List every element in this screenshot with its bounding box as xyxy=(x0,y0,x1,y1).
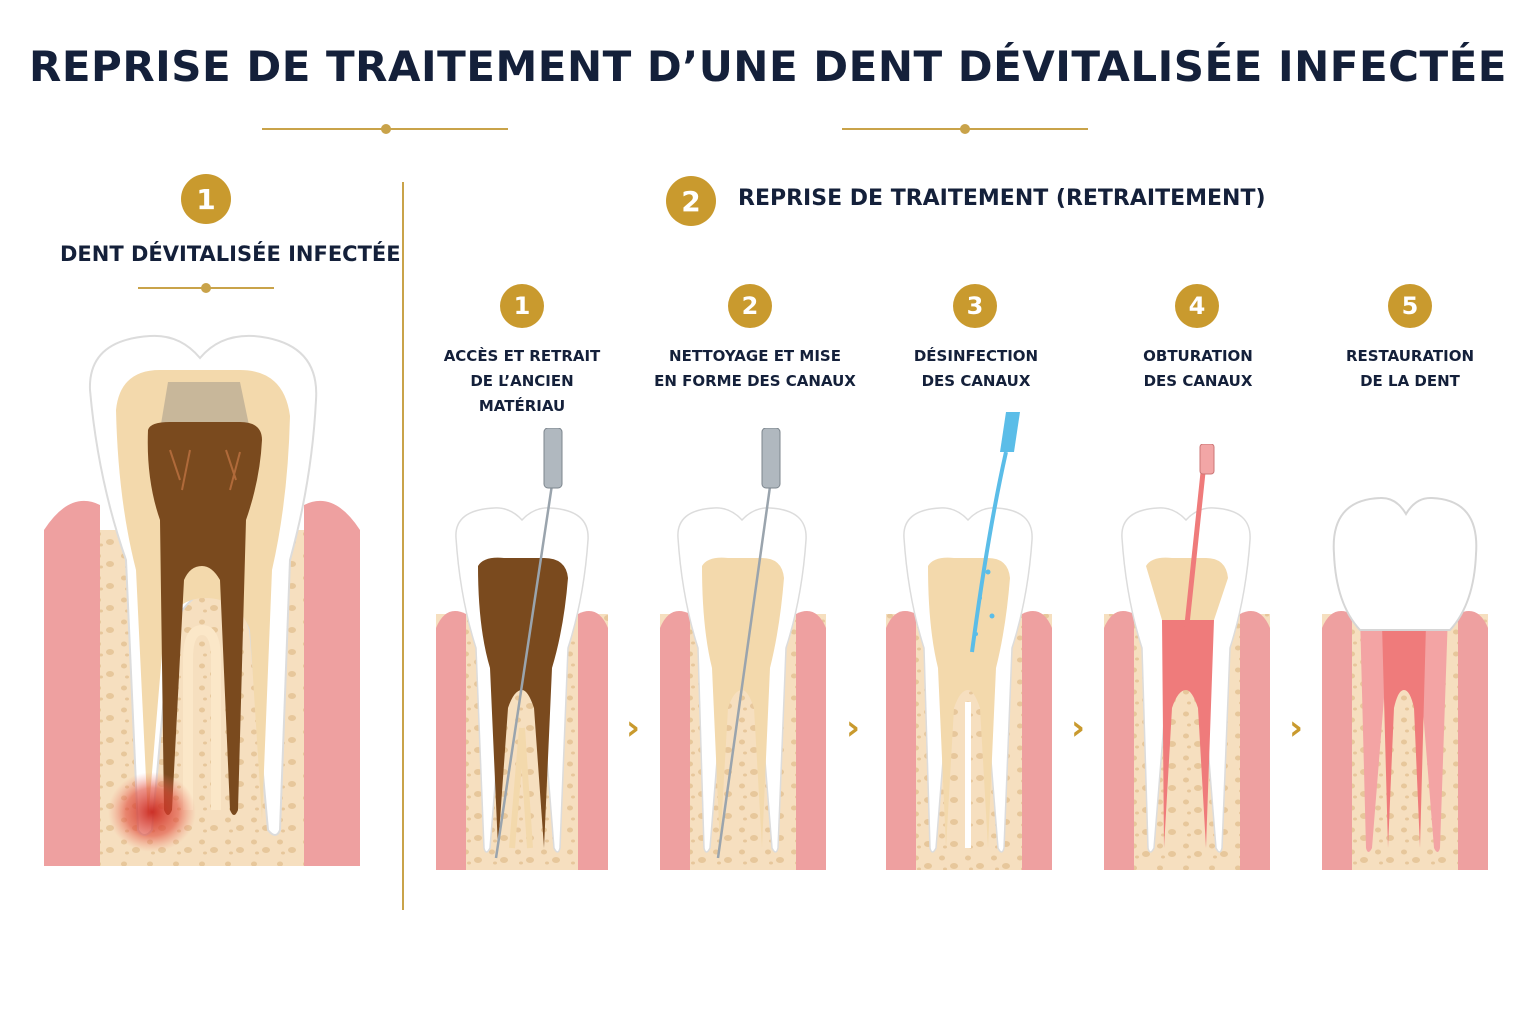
chevron-right-icon: › xyxy=(625,708,640,748)
step1-label-line2: DE L’ANCIEN xyxy=(470,372,574,390)
step1-label: ACCÈS ET RETRAIT DE L’ANCIEN MATÉRIAU xyxy=(412,344,632,419)
infected-tooth-illustration xyxy=(44,334,360,866)
step1-badge: 1 xyxy=(500,284,544,328)
step4-label-line2: DES CANAUX xyxy=(1143,372,1253,390)
step3-label: DÉSINFECTION DES CANAUX xyxy=(866,344,1086,394)
step1-label-line3: MATÉRIAU xyxy=(478,397,566,415)
title-rule-left-dot xyxy=(381,124,391,134)
section-divider xyxy=(402,182,404,910)
chevron-right-icon: › xyxy=(845,708,860,748)
section1-badge: 1 xyxy=(181,174,231,224)
step5-label: RESTAURATION DE LA DENT xyxy=(1300,344,1520,394)
step2-label-line1: NETTOYAGE ET MISE xyxy=(669,347,841,365)
infection xyxy=(108,772,196,852)
step4-label-line1: OBTURATION xyxy=(1143,347,1253,365)
step5-label-line2: DE LA DENT xyxy=(1360,372,1460,390)
section2-badge: 2 xyxy=(666,176,716,226)
title-rule-right-dot xyxy=(960,124,970,134)
step2-label-line2: EN FORME DES CANAUX xyxy=(654,372,856,390)
step4-label: OBTURATION DES CANAUX xyxy=(1088,344,1308,394)
step3-label-line2: DES CANAUX xyxy=(921,372,1031,390)
section2-label: REPRISE DE TRAITEMENT (RETRAITEMENT) xyxy=(738,186,1266,211)
old-filling-and-decay xyxy=(147,382,262,815)
chevron-right-icon: › xyxy=(1288,708,1303,748)
step5-label-line1: RESTAURATION xyxy=(1345,347,1475,365)
gum xyxy=(44,500,360,866)
step2-tooth-illustration xyxy=(660,428,826,870)
step3-tooth-illustration xyxy=(886,412,1052,870)
step1-label-line1: ACCÈS ET RETRAIT xyxy=(443,347,601,365)
step5-badge: 5 xyxy=(1388,284,1432,328)
section1-label: DENT DÉVITALISÉE INFECTÉE xyxy=(60,242,401,266)
chevron-right-icon: › xyxy=(1070,708,1085,748)
section1-rule-dot xyxy=(201,283,211,293)
step3-badge: 3 xyxy=(953,284,997,328)
step1-tooth-illustration xyxy=(436,428,608,870)
step2-badge: 2 xyxy=(728,284,772,328)
step3-label-line1: DÉSINFECTION xyxy=(913,347,1039,365)
step4-tooth-illustration xyxy=(1104,444,1270,870)
page-title: REPRISE DE TRAITEMENT D’UNE DENT DÉVITAL… xyxy=(29,42,1507,91)
step4-badge: 4 xyxy=(1175,284,1219,328)
step2-label: NETTOYAGE ET MISE EN FORME DES CANAUX xyxy=(640,344,870,394)
step5-tooth-illustration xyxy=(1322,496,1488,870)
